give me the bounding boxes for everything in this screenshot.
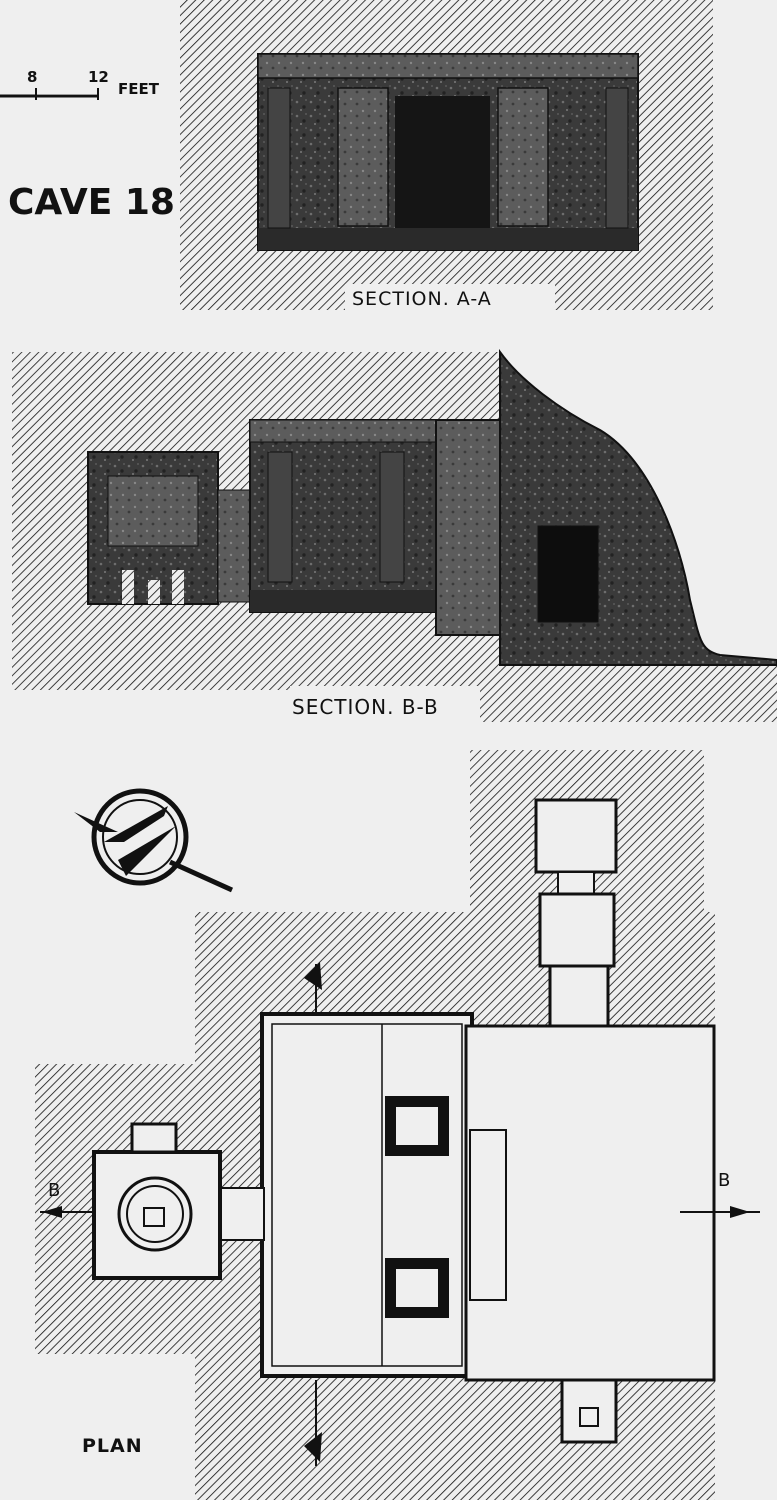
cut-b-west-label: B: [48, 1180, 60, 1201]
scale-unit: FEET: [118, 80, 160, 98]
cut-b-east-label: B: [718, 1170, 730, 1191]
section-bb: [12, 348, 777, 722]
section-aa-label: SECTION. A-A: [352, 288, 492, 310]
scale-bar: [0, 88, 99, 100]
scale-tick-12: 12: [88, 68, 109, 86]
plan: [35, 750, 760, 1500]
page-title: CAVE 18: [8, 182, 175, 223]
section-aa: [180, 0, 713, 312]
scale-tick-8: 8: [27, 68, 37, 86]
plan-label: PLAN: [82, 1435, 143, 1457]
north-arrow-icon: [74, 788, 234, 893]
section-bb-label: SECTION. B-B: [292, 695, 439, 719]
